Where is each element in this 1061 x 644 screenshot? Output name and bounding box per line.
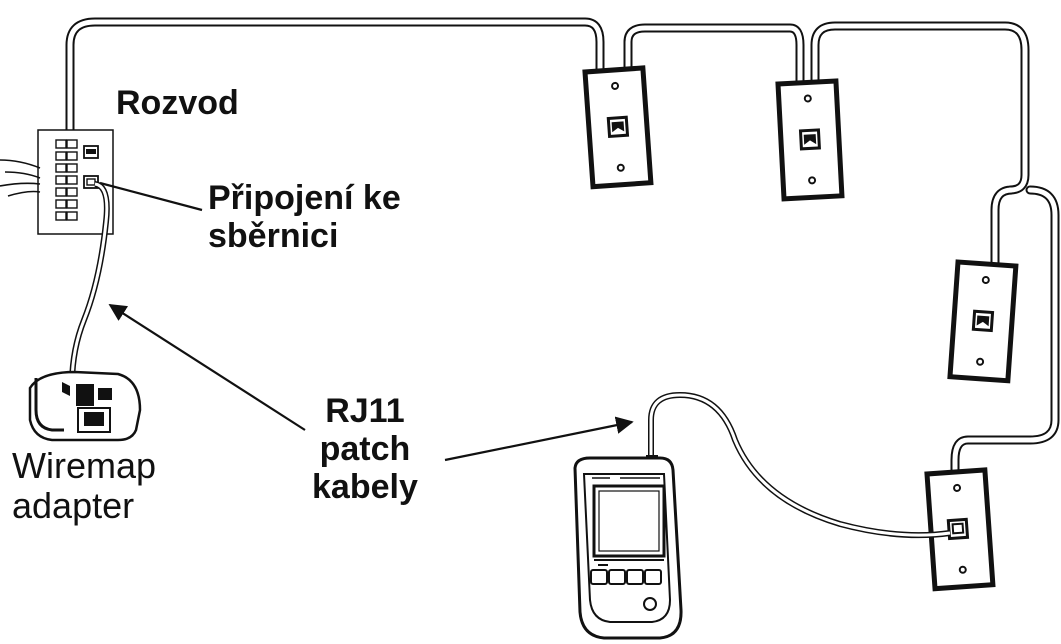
bus-cable	[65, 17, 1060, 482]
label-wiremap-adapter: Wiremap adapter	[12, 445, 157, 527]
leader-lines	[99, 181, 634, 462]
wall-plate-1	[582, 65, 654, 190]
arrow-to-adapter-cable	[108, 304, 306, 431]
wall-plate-4	[924, 467, 996, 592]
wall-plate-3	[947, 259, 1019, 384]
label-bus-connection: Připojení ke sběrnici	[208, 179, 401, 255]
wall-plate-2	[775, 78, 845, 202]
label-bus-connection-line2: sběrnici	[208, 217, 339, 256]
label-patch-cables: RJ11 patch kabely	[312, 392, 418, 506]
label-wiremap-line2: adapter	[12, 485, 135, 527]
label-distribution-text: Rozvod	[116, 84, 239, 122]
label-wiremap-line1: Wiremap	[12, 445, 157, 486]
label-patch-line2: patch	[319, 430, 411, 469]
label-patch-line3: kabely	[312, 468, 418, 507]
label-patch-line1: RJ11	[325, 392, 405, 430]
label-bus-connection-line1: Připojení ke	[208, 179, 401, 217]
patch-cable-tester	[648, 391, 951, 539]
leader-bus-connection	[99, 181, 203, 212]
wiremap-adapter	[28, 370, 142, 442]
cable-tester-device	[573, 455, 683, 640]
arrow-to-tester-cable	[444, 416, 634, 462]
patch-cable-adapter	[69, 181, 110, 386]
label-distribution: Rozvod	[116, 84, 239, 122]
